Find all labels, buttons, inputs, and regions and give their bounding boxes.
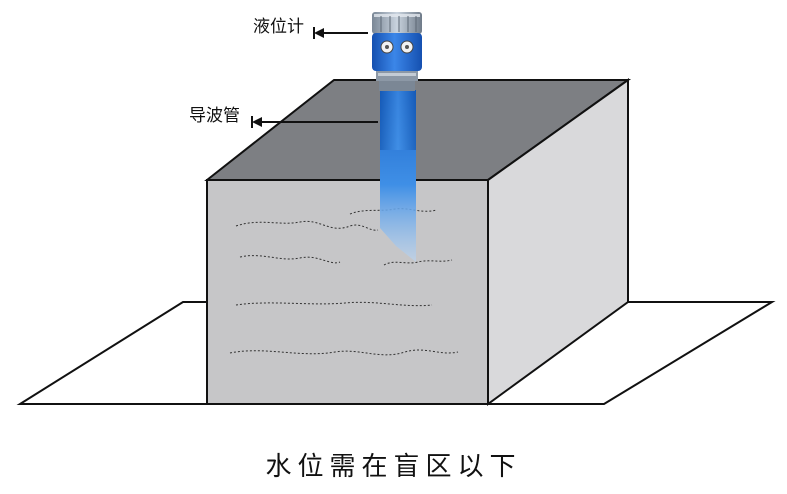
guide-tube-label: 导波管: [189, 106, 240, 126]
tank-front-face: [206, 179, 489, 405]
guide-tube-highlight: [380, 90, 416, 150]
level-meter: [372, 12, 422, 91]
diagram-caption: 水位需在盲区以下: [265, 452, 522, 482]
level-meter-label: 液位计: [253, 17, 304, 37]
guide-tube-arrow: [251, 116, 378, 128]
level-meter-arrow: [313, 27, 368, 39]
